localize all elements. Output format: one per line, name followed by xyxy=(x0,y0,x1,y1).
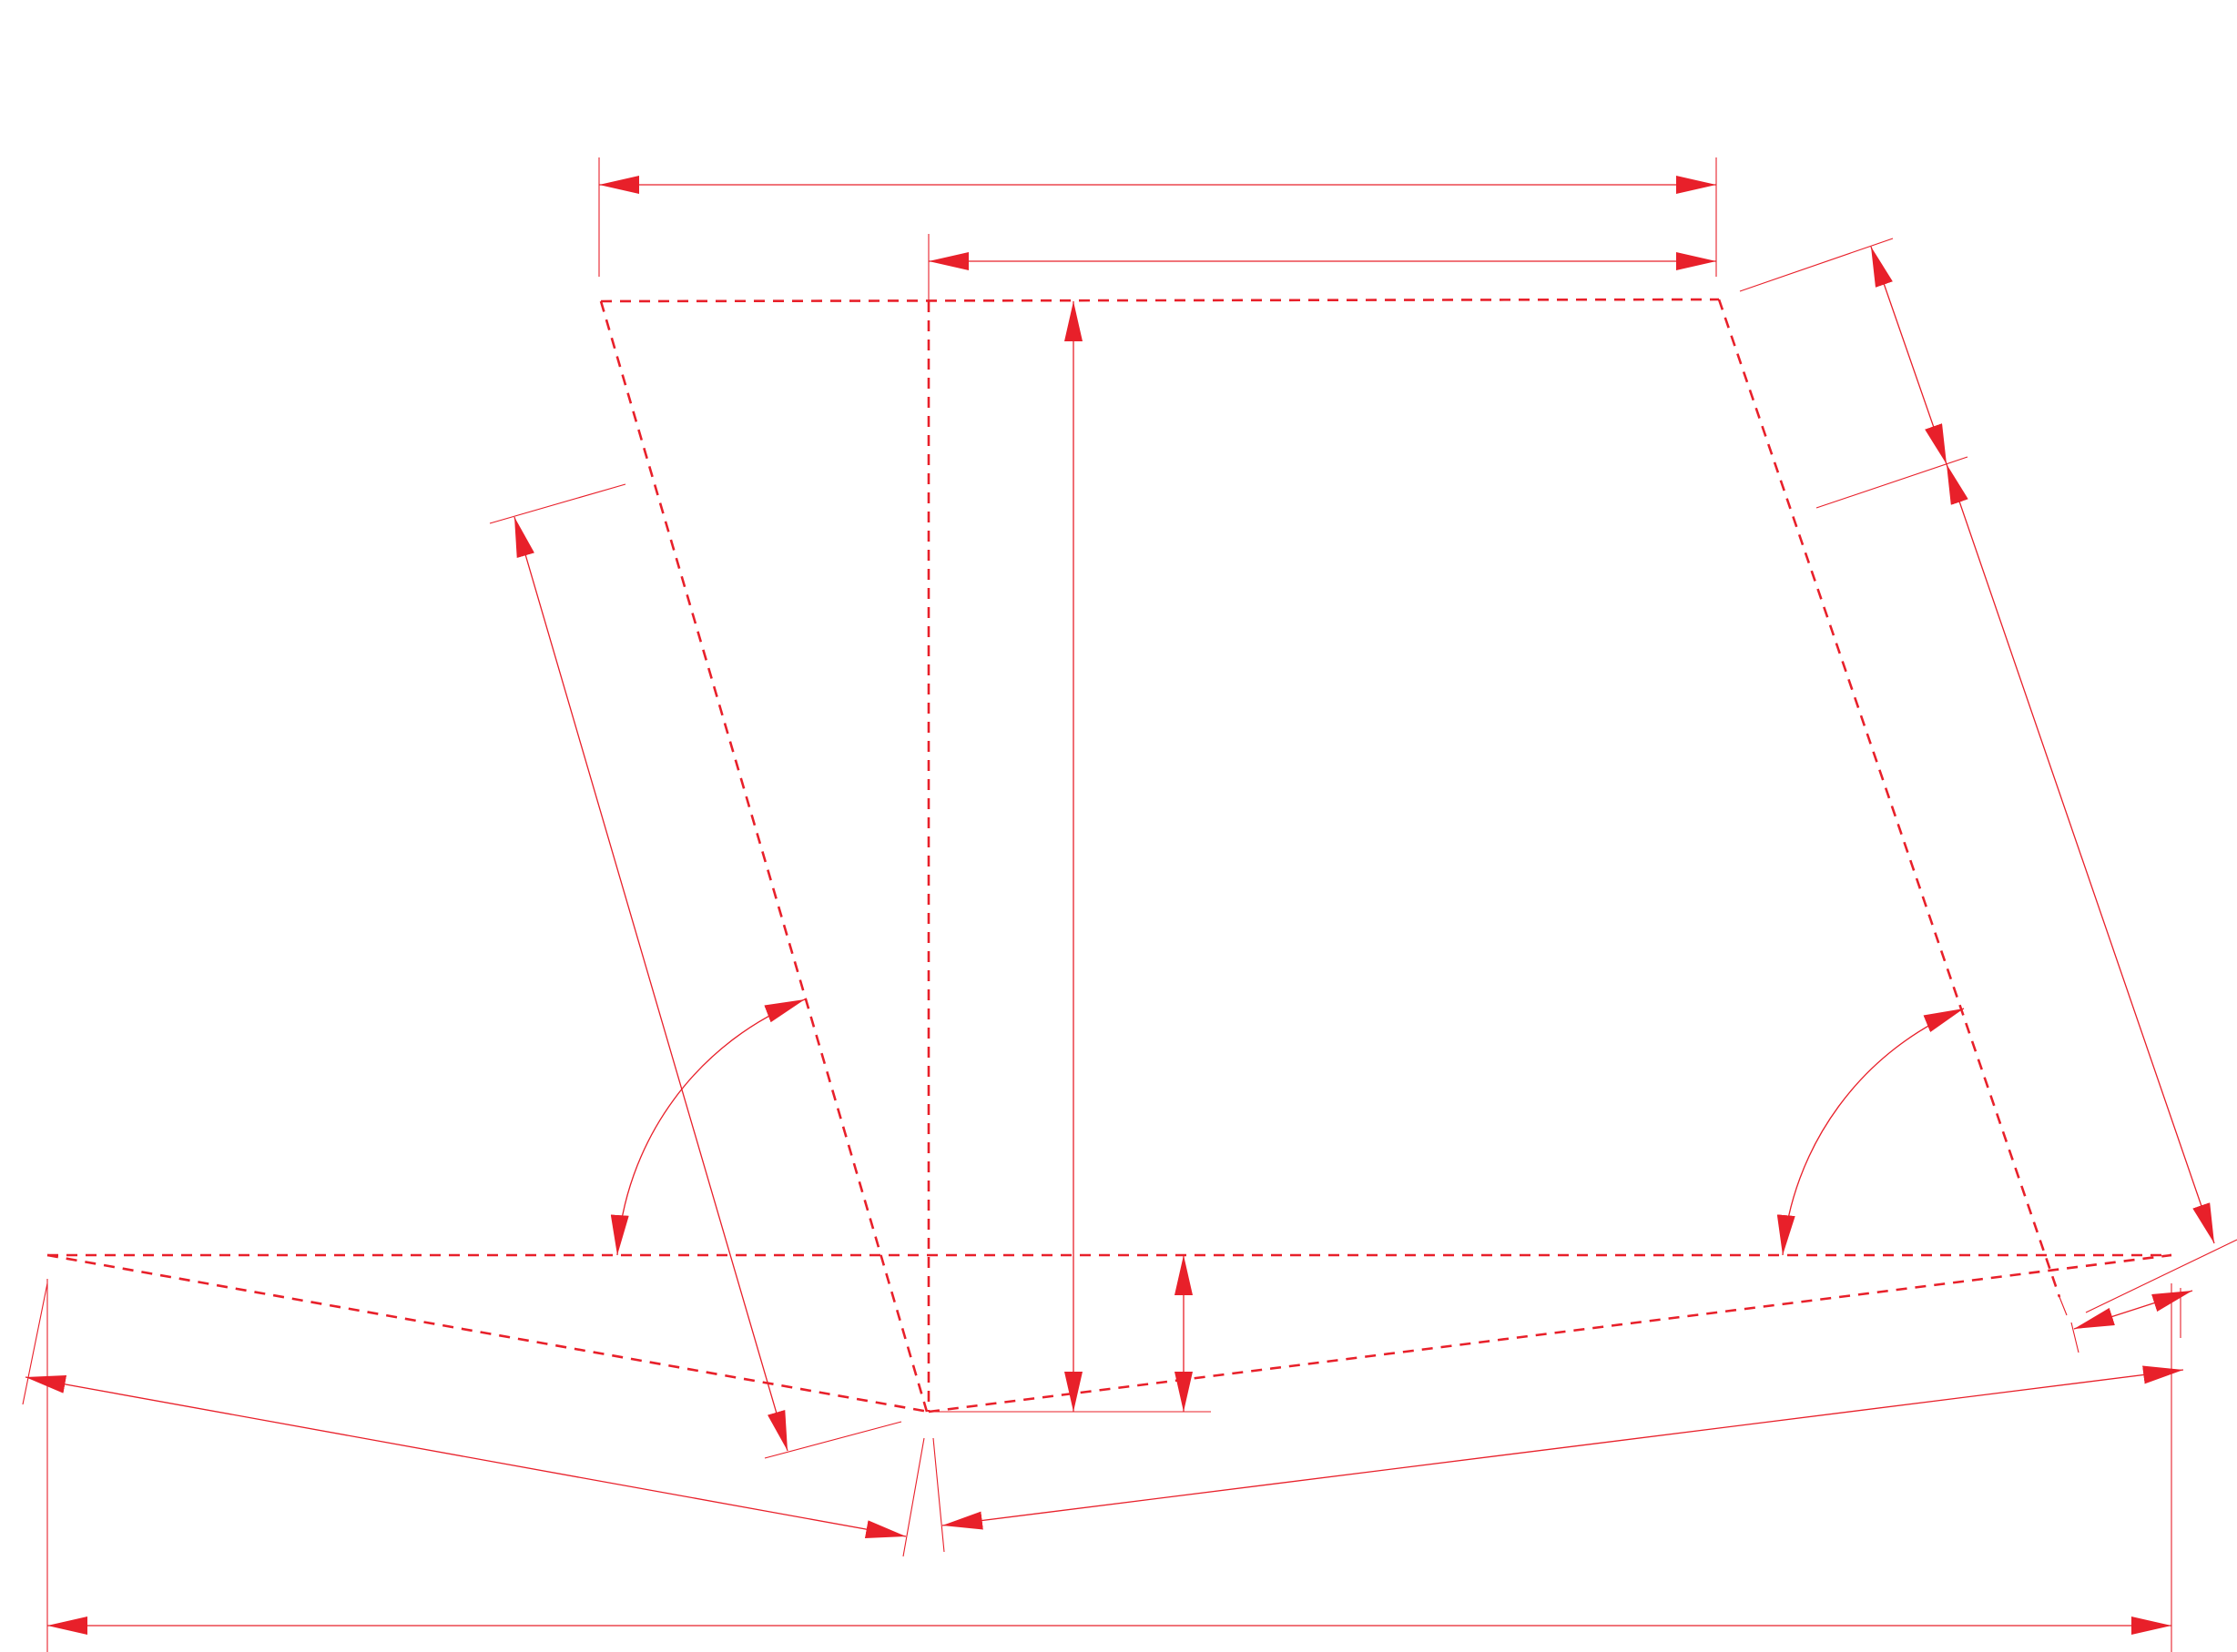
ext-right-tiny-a xyxy=(2059,1296,2068,1316)
ext-right-top xyxy=(1739,238,1894,292)
ext-apex-right xyxy=(932,1437,945,1553)
outline-right-slant-edge xyxy=(1717,299,2061,1298)
ext-left-bottom xyxy=(764,1421,902,1459)
dim-right-upper-slant xyxy=(1870,246,1947,465)
ext-right-mid xyxy=(1815,456,1968,509)
outline-right-lower-edge xyxy=(928,1253,2172,1414)
dim-right-lower-slant xyxy=(1946,463,2215,1244)
dim-left-angle-arc xyxy=(610,998,806,1256)
ext-left-top xyxy=(489,483,626,524)
ext-apex-left xyxy=(902,1437,925,1557)
outline-left-slant-edge xyxy=(599,300,929,1413)
ext-right-bottom xyxy=(2085,1239,2237,1313)
ext-far-left-slant xyxy=(22,1282,48,1405)
dim-right-lower-edge xyxy=(941,1365,2184,1530)
ext-right-tiny-b xyxy=(2070,1322,2079,1353)
outline-left-lower-edge xyxy=(46,1253,930,1414)
dim-right-small xyxy=(2073,1290,2193,1330)
dimension-lines xyxy=(25,176,2215,1635)
extension-lines xyxy=(22,157,2237,1652)
outline-top-edge xyxy=(600,298,1720,303)
outline-dashed xyxy=(46,298,2172,1414)
dim-left-slant xyxy=(513,516,788,1452)
dim-left-lower-edge xyxy=(25,1374,907,1539)
dim-right-angle-arc xyxy=(1776,1008,1965,1256)
